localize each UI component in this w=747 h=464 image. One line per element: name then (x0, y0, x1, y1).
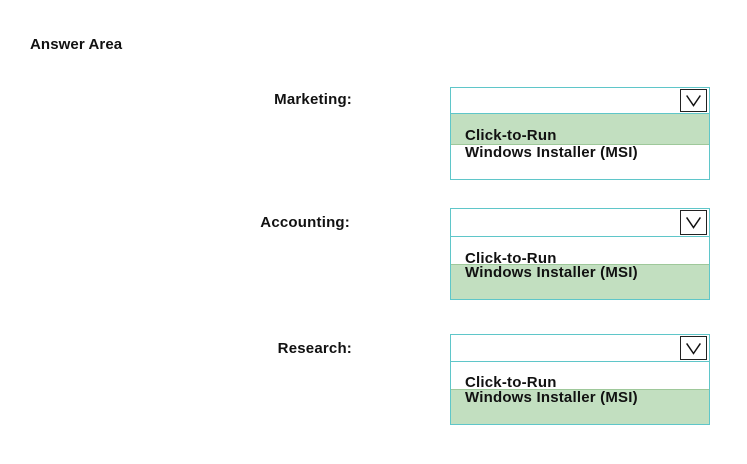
marketing-options-list: Click-to-Run Windows Installer (MSI) (450, 114, 710, 180)
accounting-label: Accounting: (260, 214, 350, 231)
option-label: Windows Installer (MSI) (465, 264, 638, 281)
chevron-down-icon (686, 95, 701, 107)
research-options-list: Click-to-Run Windows Installer (MSI) (450, 362, 710, 425)
option-label: Windows Installer (MSI) (465, 144, 638, 161)
research-dropdown[interactable]: Click-to-Run Windows Installer (MSI) (450, 334, 710, 425)
answer-area-title: Answer Area (30, 36, 123, 53)
research-dropdown-toggle[interactable] (680, 336, 707, 360)
research-option-msi[interactable]: Windows Installer (MSI) (451, 389, 709, 424)
accounting-dropdown[interactable]: Click-to-Run Windows Installer (MSI) (450, 208, 710, 300)
accounting-option-click-to-run[interactable]: Click-to-Run (451, 237, 709, 267)
option-label: Click-to-Run (465, 127, 557, 144)
marketing-select-box[interactable] (450, 87, 710, 114)
chevron-down-icon (685, 217, 702, 229)
option-label: Windows Installer (MSI) (465, 389, 638, 406)
marketing-dropdown[interactable]: Click-to-Run Windows Installer (MSI) (450, 87, 710, 180)
marketing-dropdown-toggle[interactable] (680, 89, 707, 112)
accounting-dropdown-toggle[interactable] (680, 210, 707, 235)
option-label: Click-to-Run (465, 250, 557, 267)
accounting-options-list: Click-to-Run Windows Installer (MSI) (450, 237, 710, 300)
marketing-option-msi[interactable]: Windows Installer (MSI) (451, 145, 709, 178)
option-label: Click-to-Run (465, 374, 557, 391)
chevron-down-icon (686, 343, 701, 355)
accounting-select-box[interactable] (450, 208, 710, 237)
accounting-option-msi[interactable]: Windows Installer (MSI) (451, 264, 709, 299)
marketing-label: Marketing: (274, 91, 352, 108)
research-option-click-to-run[interactable]: Click-to-Run (451, 362, 709, 391)
marketing-option-click-to-run[interactable]: Click-to-Run (451, 114, 709, 145)
research-select-box[interactable] (450, 334, 710, 362)
research-label: Research: (277, 340, 352, 357)
